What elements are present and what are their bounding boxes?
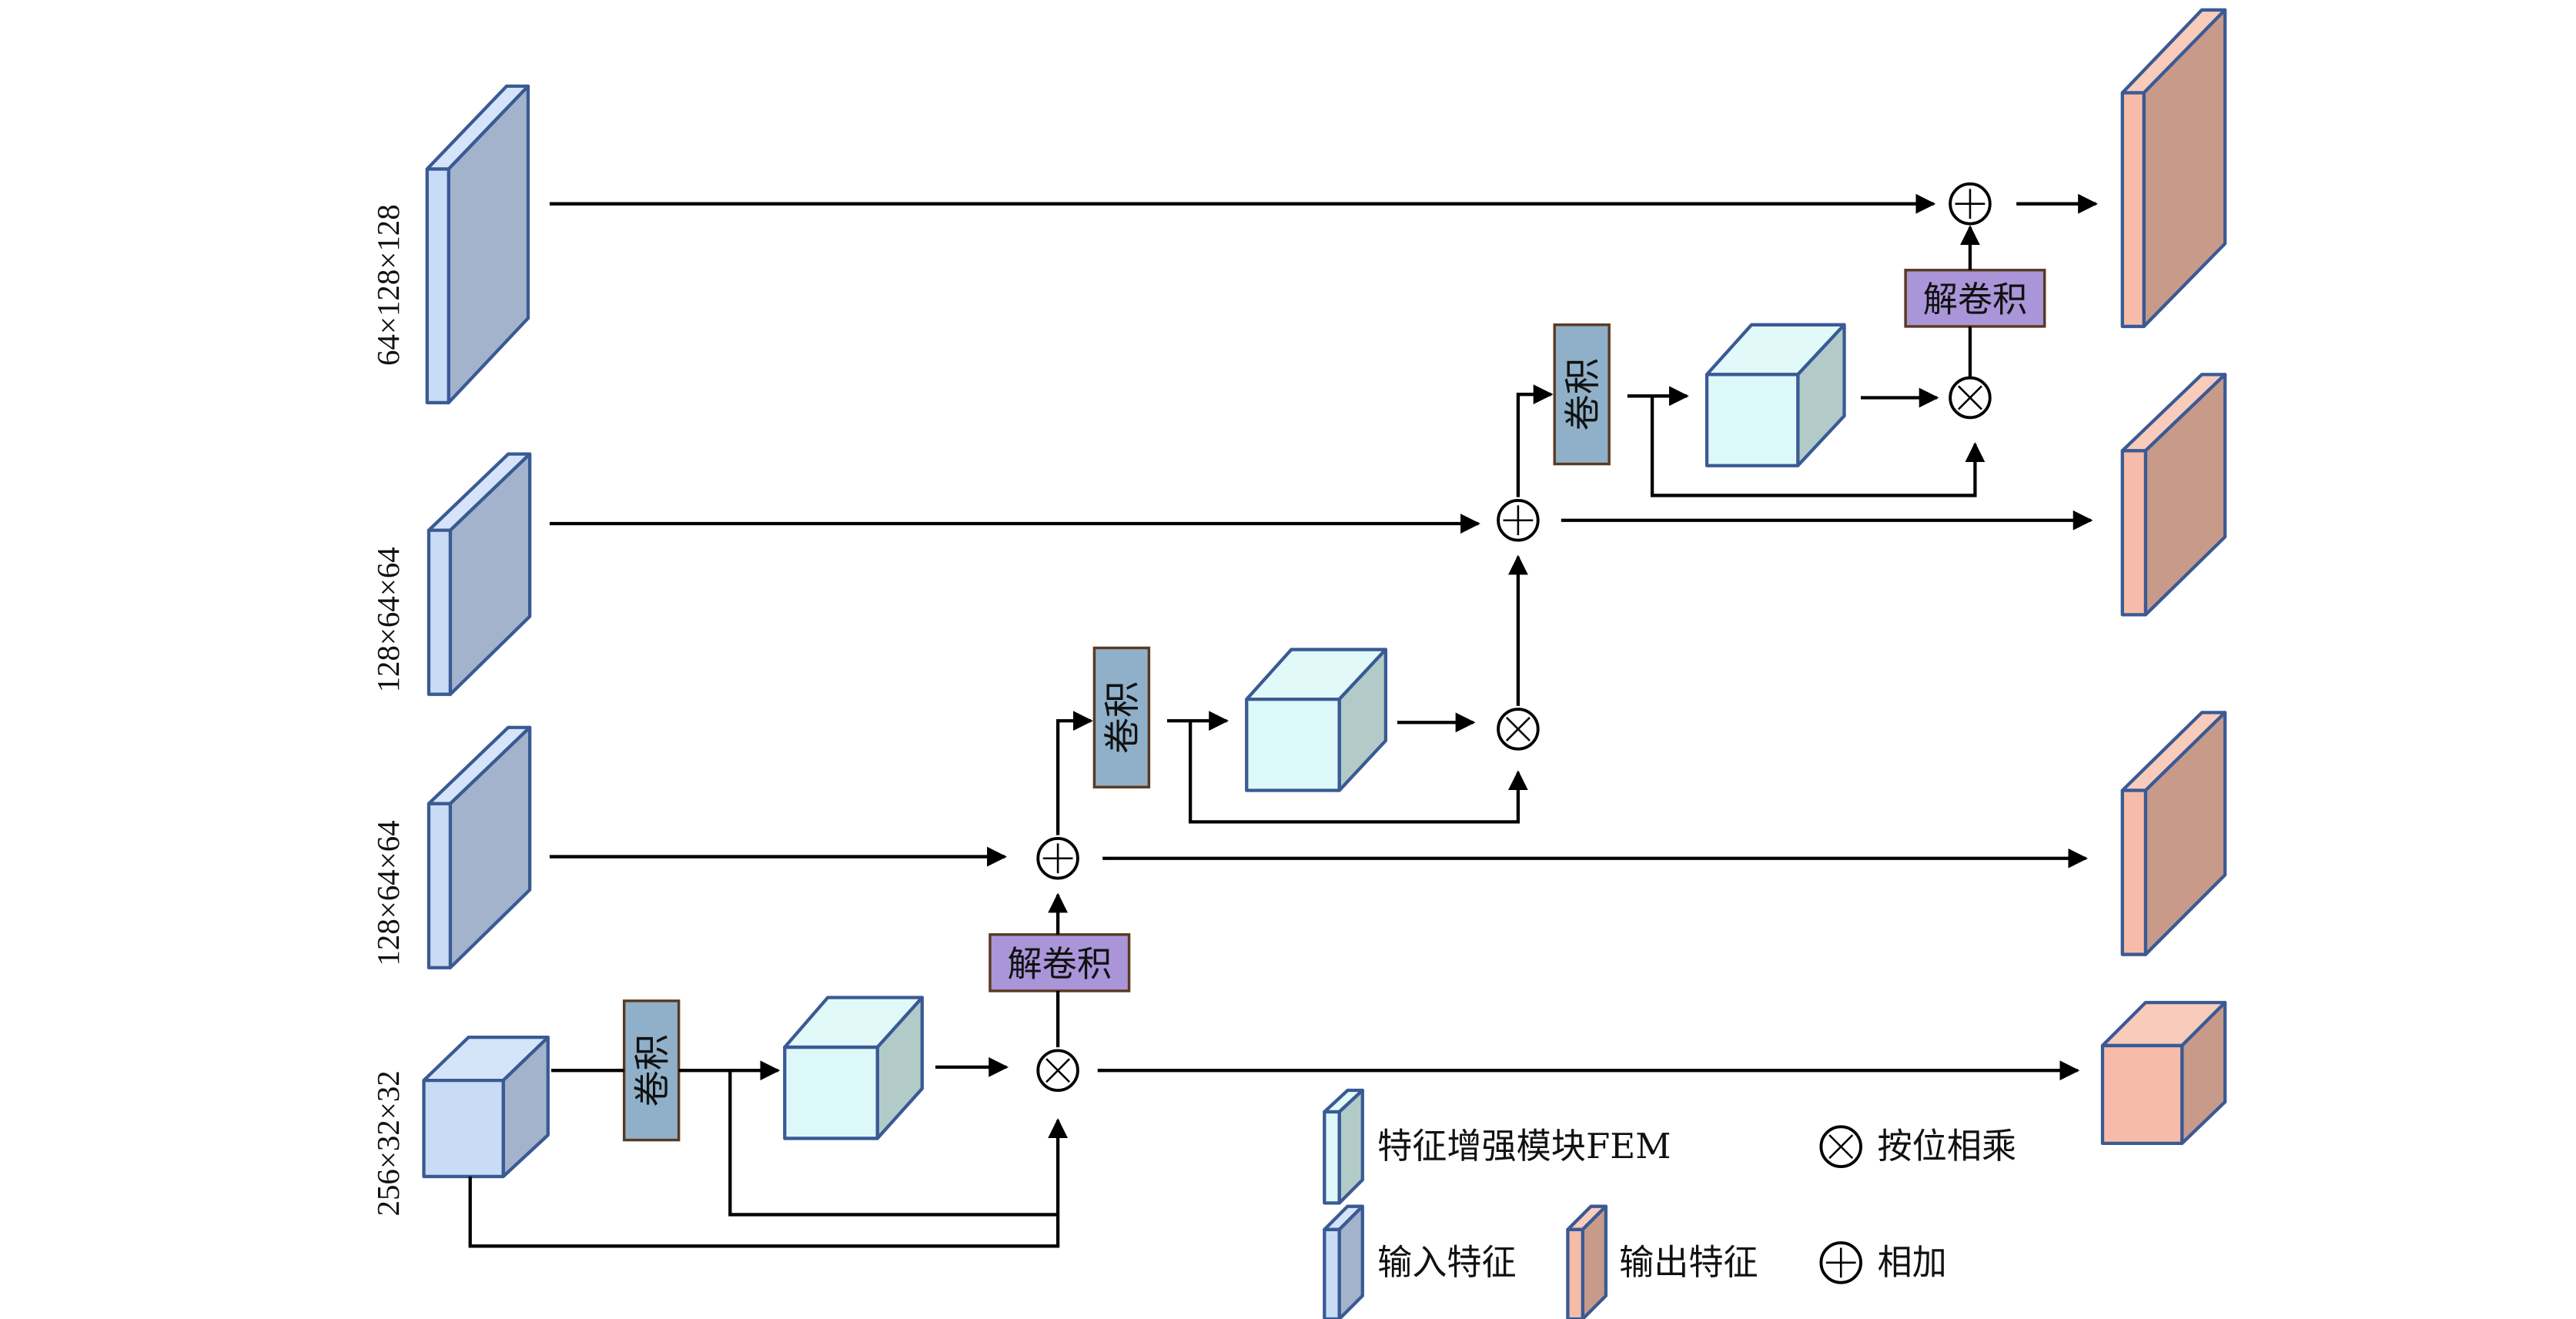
multiply-operator-3 [1949,376,1992,420]
conv-label-1: 卷积 [631,1034,674,1107]
conv-label-3: 卷积 [1562,358,1604,431]
multiply-operator-2 [1497,708,1540,751]
legend-input-label: 输入特征 [1377,1242,1517,1283]
input-dim-label-3: 128×64×64 [371,820,406,966]
deconv-label-2: 解卷积 [1923,280,2027,320]
fem-block-2 [1245,648,1388,792]
legend-add-label: 相加 [1878,1242,1947,1283]
add-operator-2 [1497,498,1540,542]
conv-block-3: 卷积 [1553,323,1611,466]
output-feature-3 [2120,711,2227,956]
output-feature-2 [2120,373,2227,617]
legend-multiply-icon [1819,1125,1862,1168]
input-feature-3 [427,725,532,969]
deconv-block-2: 解卷积 [1904,269,2046,328]
edge-skip-conv2-to-mult2 [1188,721,1528,824]
conv-block-2: 卷积 [1092,646,1151,788]
legend-add-icon [1819,1241,1862,1284]
legend-multiply-label: 按位相乘 [1878,1126,2017,1167]
fem-block-1 [783,996,924,1140]
legend-output-swatch [1566,1204,1608,1319]
edge-skip-conv3-to-mult3 [1650,396,1986,497]
output-feature-4 [2100,1000,2227,1146]
add-operator-3 [1949,182,1992,226]
multiply-operator-1 [1036,1049,1079,1092]
input-dim-label-2: 128×64×64 [371,547,406,692]
fem-block-3 [1705,323,1846,467]
input-feature-4 [422,1036,550,1179]
legend-fem-label: 特征增强模块FEM [1377,1126,1671,1167]
input-feature-1 [425,84,530,405]
add-operator-1 [1036,836,1079,880]
deconv-block-1: 解卷积 [989,933,1131,993]
input-feature-2 [427,452,532,696]
input-dim-label-4: 256×32×32 [371,1070,406,1216]
edge-skip-conv1-to-mult1 [728,1070,1059,1217]
edge-add1-to-conv2 [1055,711,1093,835]
conv-label-2: 卷积 [1102,681,1144,754]
conv-block-1: 卷积 [622,999,681,1142]
input-dim-label-1: 64×128×128 [371,204,406,366]
deconv-label-1: 解卷积 [1008,944,1112,985]
edge-skip-input4-to-mult1 [468,1118,1068,1248]
output-feature-1 [2120,8,2227,329]
legend: 特征增强模块FEM 按位相乘 输入特征 输出特征 相加 [1323,1088,2017,1319]
edge-add2-to-conv3 [1516,384,1554,497]
legend-output-label: 输出特征 [1619,1242,1758,1283]
legend-input-swatch [1323,1204,1364,1319]
legend-fem-swatch [1323,1088,1364,1205]
